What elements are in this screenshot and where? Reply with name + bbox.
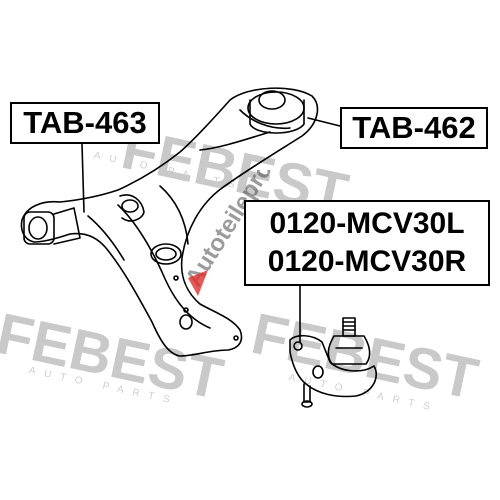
part-number-ball-right: 0120-MCV30R	[267, 245, 467, 278]
ball-joint-drawing	[289, 317, 378, 408]
leader-tab462	[307, 117, 341, 127]
part-label-tab463: TAB-463	[10, 102, 160, 144]
part-number-tab462: TAB-462	[352, 110, 476, 145]
shop-logo-arrow	[188, 270, 208, 296]
part-number-tab463: TAB-463	[23, 105, 147, 140]
leader-tab463	[81, 143, 85, 213]
part-label-ball-joint: 0120-MCV30L 0120-MCV30R	[244, 200, 490, 286]
control-arm-drawing	[20, 87, 319, 357]
part-number-ball-left: 0120-MCV30L	[269, 207, 465, 240]
part-label-tab462: TAB-462	[340, 107, 488, 149]
